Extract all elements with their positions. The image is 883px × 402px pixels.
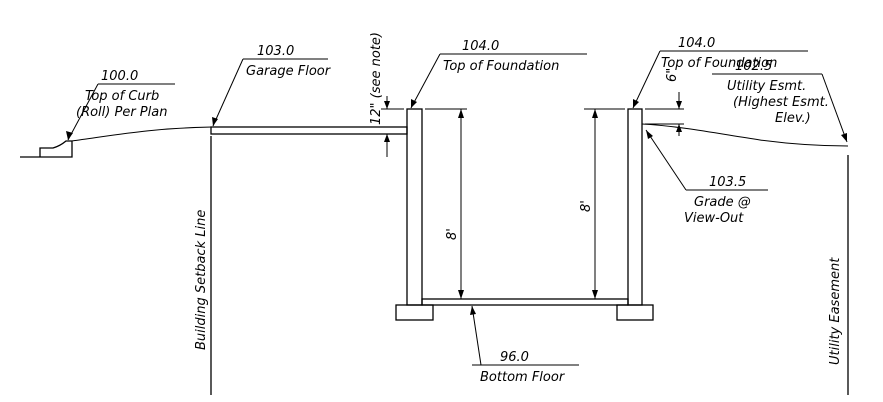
garage-elevation: 103.0: [257, 44, 294, 59]
foundation-left-elevation: 104.0: [462, 39, 499, 54]
garage-label: Garage Floor: [246, 64, 332, 79]
utility-esmt-label-2: (Highest Esmt.: [733, 95, 829, 110]
footing-left: [395, 304, 434, 321]
ground-line-right: [641, 123, 849, 147]
grade-elevation: 103.5: [709, 175, 746, 190]
grade-leader-arrow: [646, 130, 653, 139]
curb-leader-arrow: [66, 131, 73, 140]
utility-esmt-leader: [821, 73, 848, 143]
foundation-right-leader-arrow: [633, 99, 639, 108]
setback-label: Building Setback Line: [194, 210, 209, 350]
utility-esmt-label-3: Elev.): [775, 111, 811, 126]
bottom-label: Bottom Floor: [480, 370, 566, 385]
wall-left-arrow-top: [458, 109, 464, 118]
curb-profile: [20, 140, 73, 158]
foundation-left-leader: [410, 53, 441, 109]
utility-esmt-elevation: 102.5: [735, 59, 772, 74]
reveal-left-arrow-top: [384, 101, 390, 109]
foundation-right-label: Top of Foundation: [661, 56, 777, 71]
foundation-wall-left: [406, 108, 423, 306]
foundation-right-elevation: 104.0: [678, 36, 715, 51]
grade-label-2: View-Out: [684, 211, 744, 226]
wall-left-dim-label: 8': [445, 228, 460, 240]
garage-leader-arrow: [212, 117, 218, 126]
foundation-left-label: Top of Foundation: [443, 59, 559, 74]
utility-esmt-label-1: Utility Esmt.: [727, 79, 806, 94]
grade-label-1: Grade @: [694, 195, 751, 210]
bottom-leader-arrow: [470, 306, 476, 315]
foundation-wall-right: [627, 108, 643, 306]
utility-easement-label: Utility Easement: [828, 257, 843, 365]
bottom-elevation: 96.0: [500, 350, 529, 365]
garage-leader: [212, 58, 244, 127]
bottom-leader: [471, 305, 482, 366]
curb-leader: [67, 83, 99, 141]
curb-label-2: (Roll) Per Plan: [76, 105, 167, 120]
foundation-left-leader-arrow: [411, 99, 417, 108]
wall-left-arrow-bot: [458, 290, 464, 299]
utility-esmt-leader-arrow: [841, 133, 847, 142]
footing-right: [616, 304, 654, 321]
curb-label-1: Top of Curb: [85, 89, 159, 104]
wall-right-arrow-top: [592, 109, 598, 118]
basement-floor-slab: [421, 298, 629, 306]
reveal-right-arrow-top: [676, 101, 682, 109]
foundation-right-leader: [632, 50, 661, 109]
garage-slab: [210, 126, 408, 135]
grade-leader: [645, 129, 687, 191]
curb-elevation: 100.0: [101, 69, 138, 84]
wall-right-arrow-bot: [592, 290, 598, 299]
ground-line-left: [71, 126, 213, 142]
wall-right-dim-label: 8': [579, 200, 594, 212]
reveal-left-arrow-bot: [384, 134, 390, 142]
reveal-left-dim: 12" (see note): [369, 32, 384, 125]
reveal-right-dim: 6": [665, 68, 680, 82]
